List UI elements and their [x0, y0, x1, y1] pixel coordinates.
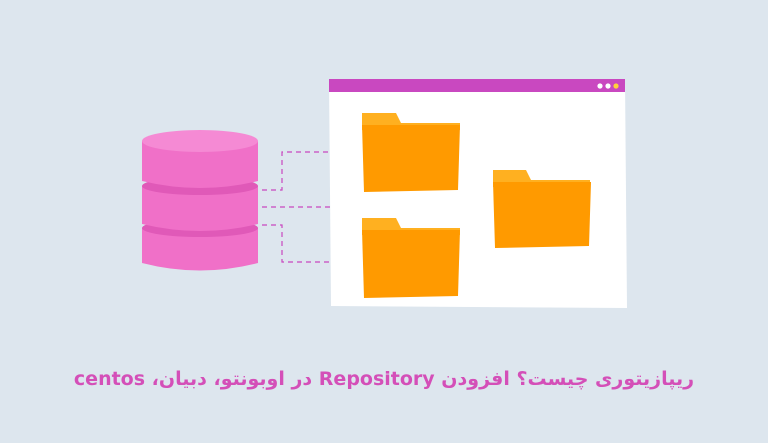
folder-icon: [493, 170, 591, 248]
window-dot-1: [597, 83, 603, 89]
window-dot-2: [605, 83, 611, 89]
window-dot-3: [613, 83, 619, 89]
connector-top: [262, 151, 356, 191]
page-title: ریپازیتوری چیست؟ افزودن Repository در او…: [73, 368, 695, 390]
folder-icon: [362, 113, 460, 192]
database-icon: [142, 130, 258, 271]
connector-bottom: [262, 224, 356, 263]
folder-icon: [362, 218, 460, 298]
